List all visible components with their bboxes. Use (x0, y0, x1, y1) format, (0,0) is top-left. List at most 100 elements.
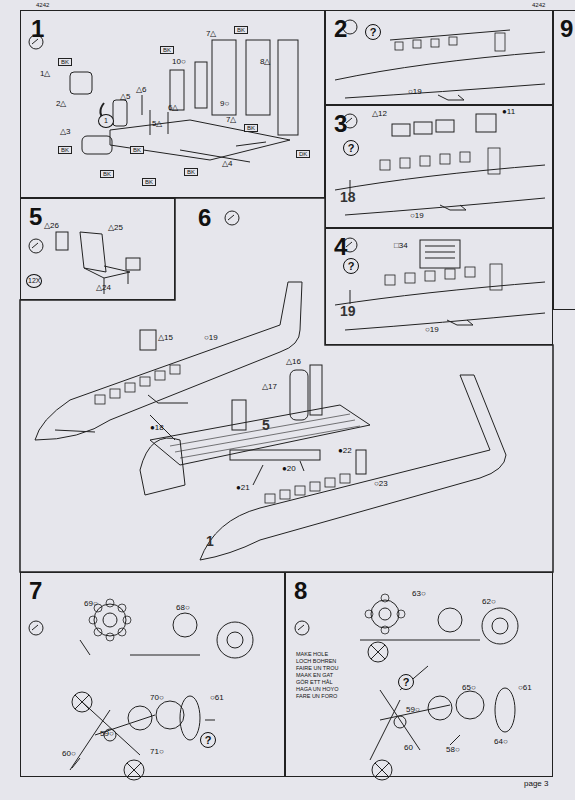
callout-number: ●20 (282, 465, 296, 473)
step-number: 3 (334, 112, 347, 136)
color-flag: BK (244, 124, 258, 132)
callout-number: 4242 (36, 2, 49, 8)
engine (360, 594, 518, 780)
callout-number: HAGA UN HOYO (296, 687, 338, 693)
callout-number: ○61 (210, 694, 224, 702)
callout-number: ○19 (410, 212, 424, 220)
color-flag: BK (160, 46, 174, 54)
callout-number: △25 (108, 224, 123, 232)
callout-number: □34 (394, 242, 408, 250)
step-panel: 9 (553, 10, 575, 310)
step-number: 7 (29, 579, 42, 603)
query-symbol: ? (398, 674, 414, 690)
callout-number: ○61 (518, 684, 532, 692)
callout-number: △12 (372, 110, 387, 118)
callout-number: 1△ (40, 70, 50, 78)
step-number: 1 (31, 17, 44, 41)
seat (56, 232, 140, 294)
glue-icon (29, 20, 357, 635)
callout-number: ○19 (204, 334, 218, 342)
color-flag: BK (184, 168, 198, 176)
callout-number: 5 (262, 418, 270, 432)
callout-number: △26 (44, 222, 59, 230)
callout-number: FARE UN FORO (296, 694, 337, 700)
color-flag: BK (58, 58, 72, 66)
panel-outline (20, 198, 553, 572)
color-flag: BK (234, 26, 248, 34)
query-symbol: ? (200, 732, 216, 748)
callout-number: FAIRE UN TROU (296, 666, 338, 672)
callout-number: 1 (206, 534, 214, 548)
callout-number: 10○ (172, 58, 186, 66)
callout-number: △3 (60, 128, 70, 136)
color-flag: BK (100, 170, 114, 178)
step-number: 4 (334, 235, 347, 259)
step-panel: 4 (325, 228, 553, 345)
step-number: 2 (334, 17, 347, 41)
callout-number: 7△ (226, 116, 236, 124)
color-flag: BK (142, 178, 156, 186)
callout-number: 60○ (62, 750, 76, 758)
callout-number: 2△ (56, 100, 66, 108)
fuselage-halves (35, 282, 506, 560)
step-panel: 7 (20, 572, 285, 777)
callout-number: 65○ (462, 684, 476, 692)
callout-number: 69○ (84, 600, 98, 608)
callout-number: 9○ (220, 100, 229, 108)
callout-number: 68○ (176, 604, 190, 612)
callout-number: 58○ (446, 746, 460, 754)
callout-number: 71○ (150, 748, 164, 756)
callout-number: 1 (98, 114, 114, 128)
callout-number: ●18 (150, 424, 164, 432)
callout-number: MAAK EN GAT (296, 673, 333, 679)
query-symbol: ? (365, 24, 381, 40)
callout-number: △24 (96, 284, 111, 292)
callout-number: 4242 (532, 2, 545, 8)
callout-number: ○23 (374, 480, 388, 488)
engine (70, 599, 253, 780)
callout-number: 60 (404, 744, 413, 752)
callout-number: ●11 (502, 108, 515, 116)
callout-number: △15 (158, 334, 173, 342)
callout-number: ●21 (236, 484, 250, 492)
callout-number: 18 (340, 190, 356, 204)
callout-number: GÖR ETT HÅL (296, 680, 333, 686)
callout-number: 63○ (412, 590, 426, 598)
step-panel: 2 (325, 10, 553, 105)
query-symbol: ? (343, 258, 359, 274)
callout-number: 12X (26, 274, 42, 288)
step-panel: 3 (325, 105, 553, 228)
fuselage-half (335, 30, 545, 330)
callout-number: page 3 (524, 780, 548, 788)
callout-number: △16 (286, 358, 301, 366)
callout-number: ○19 (408, 88, 422, 96)
callout-number: 6△ (168, 104, 178, 112)
callout-number: 59○ (100, 730, 114, 738)
callout-number: ○19 (425, 326, 439, 334)
callout-number: MAKE HOLE (296, 652, 328, 658)
step-panel: 6 (20, 198, 553, 572)
cockpit-parts (70, 40, 298, 162)
callout-number: 7△ (206, 30, 216, 38)
callout-number: 64○ (494, 738, 508, 746)
color-flag: BK (58, 146, 72, 154)
query-symbol: ? (343, 140, 359, 156)
step-number: 6 (198, 206, 211, 230)
callout-number: △17 (262, 383, 277, 391)
color-flag: BK (130, 146, 144, 154)
callout-number: 62○ (482, 598, 496, 606)
step-number: 5 (29, 205, 42, 229)
step-number: 8 (294, 579, 307, 603)
callout-number: 59○ (406, 706, 420, 714)
callout-number: 8△ (260, 58, 270, 66)
callout-number: △4 (222, 160, 232, 168)
callout-number: 5△ (152, 120, 162, 128)
callout-number: 70○ (150, 694, 164, 702)
callout-number: ●22 (338, 447, 352, 455)
step-number: 9 (560, 17, 573, 41)
color-flag: DK (296, 150, 310, 158)
callout-number: △6 (136, 86, 146, 94)
callout-number: △5 (120, 93, 130, 101)
callout-number: 19 (340, 304, 356, 318)
